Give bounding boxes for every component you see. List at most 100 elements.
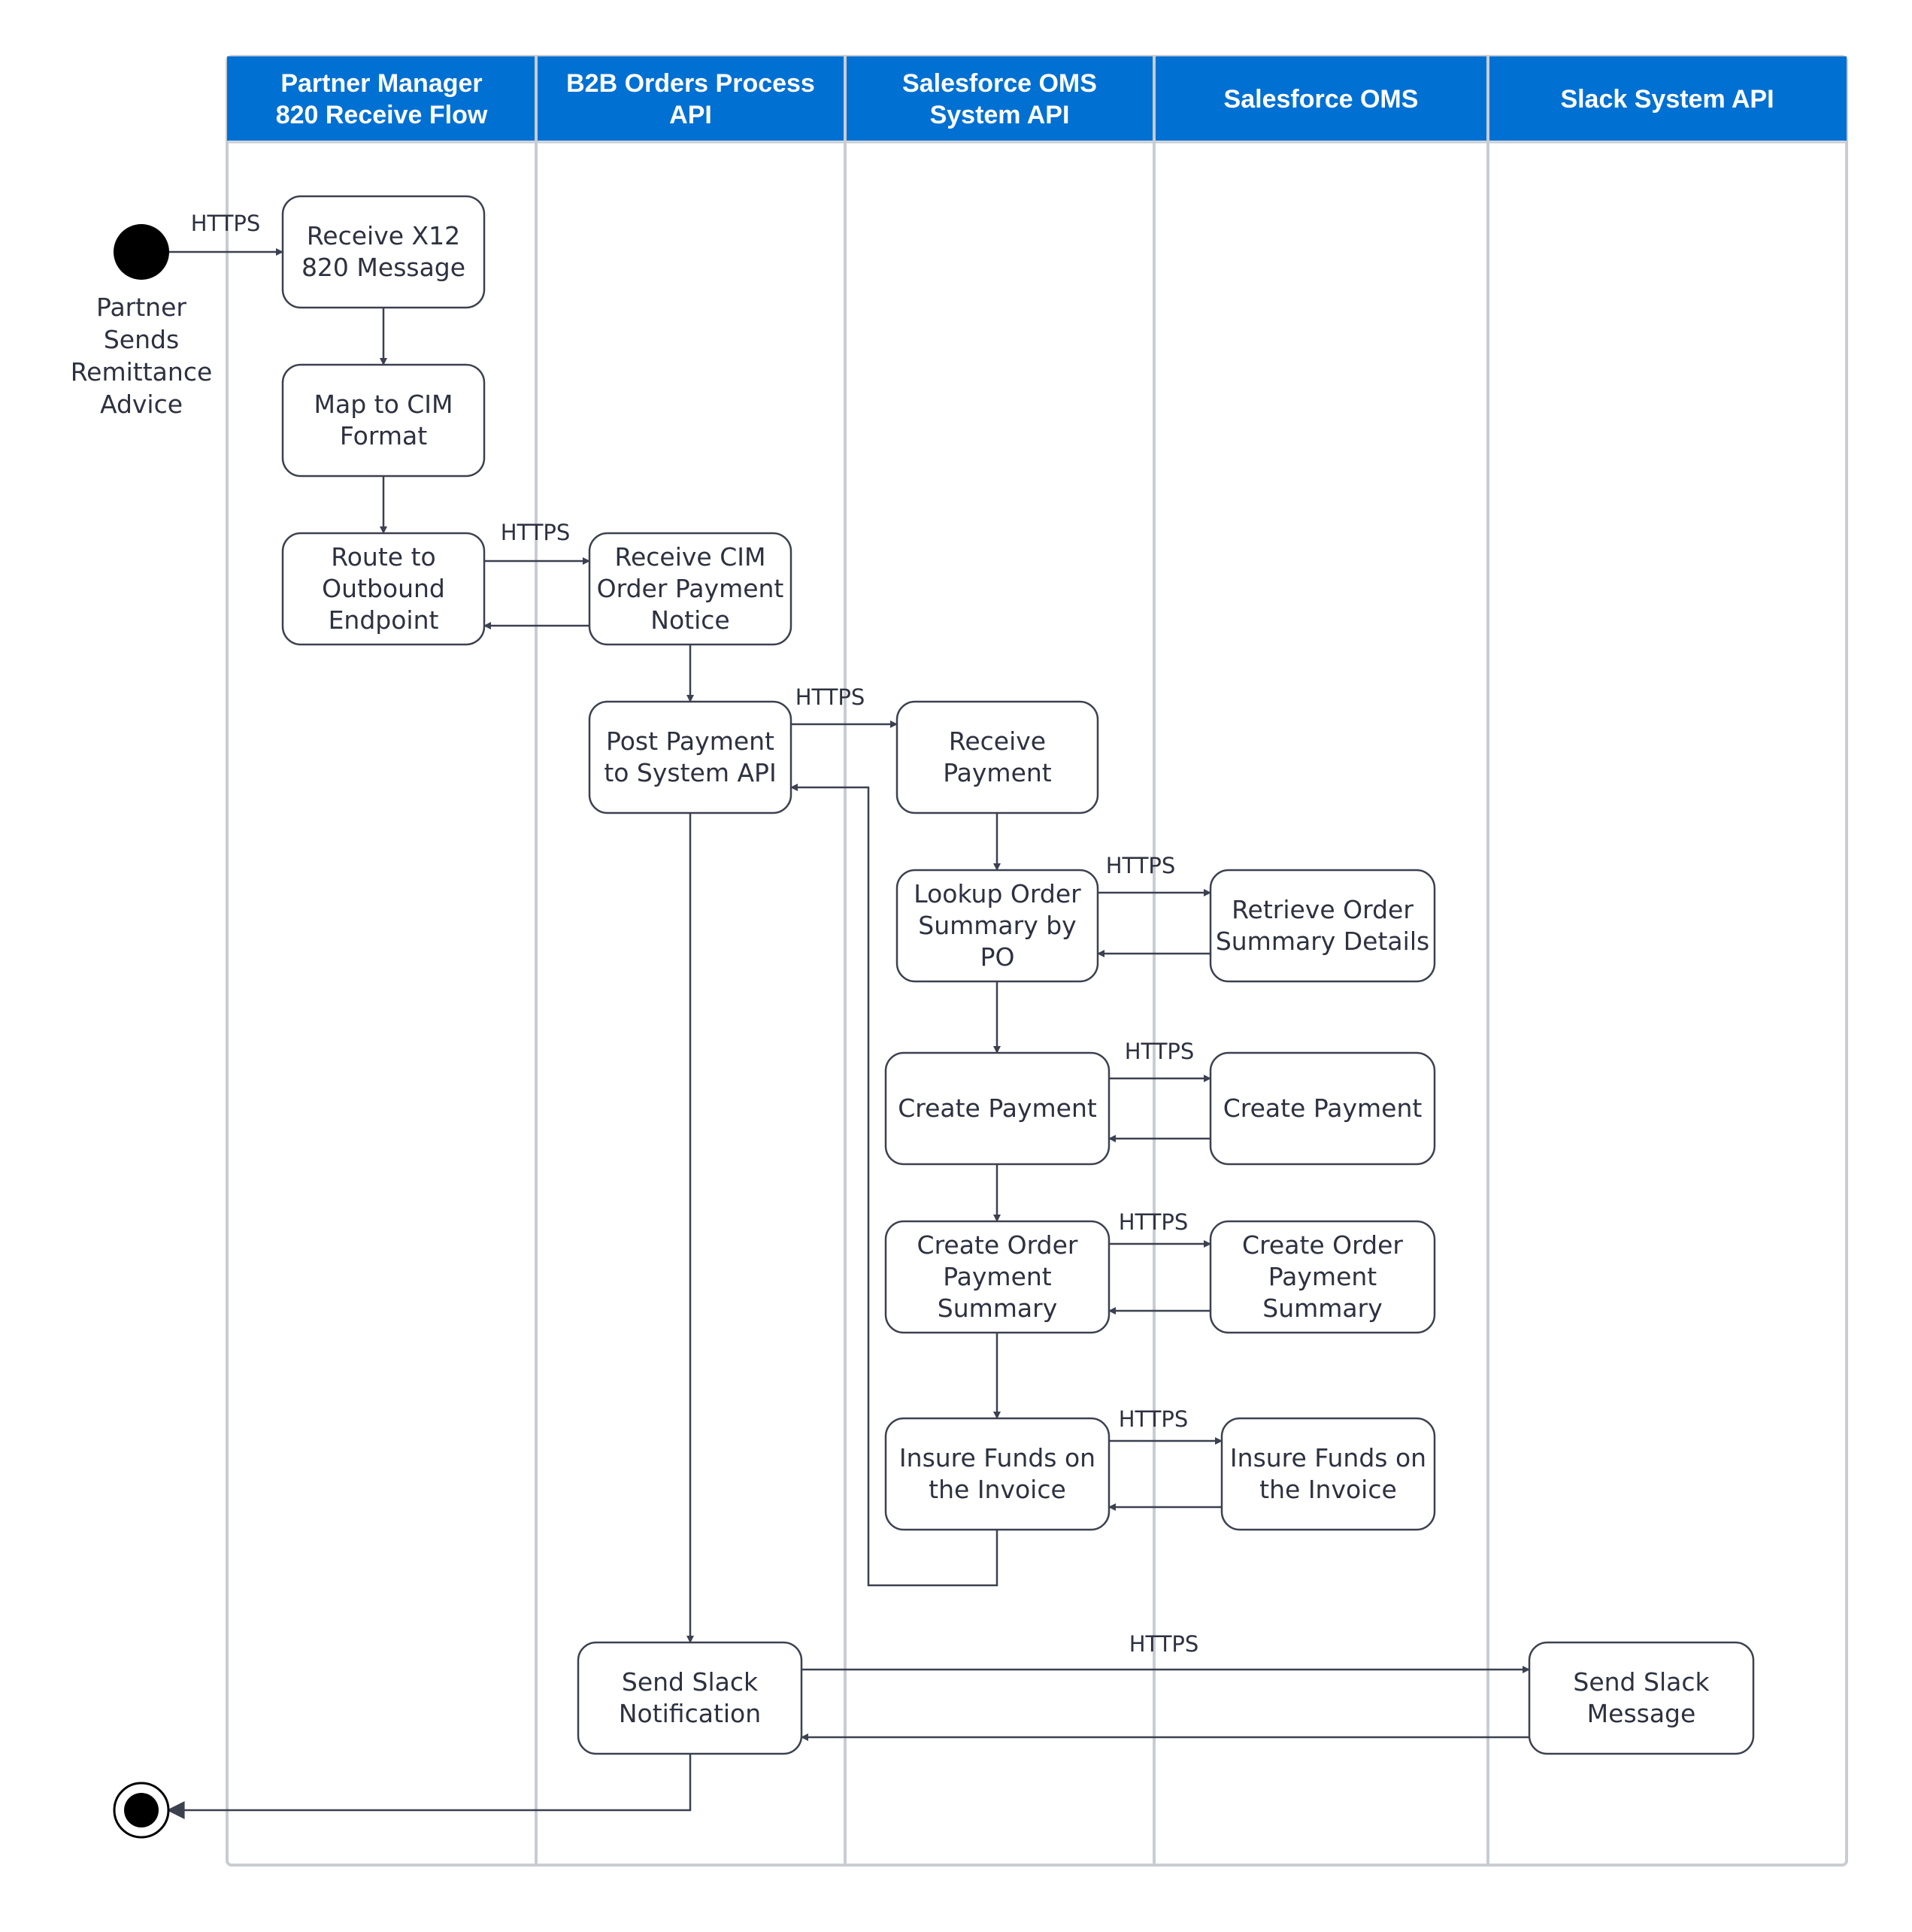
node-label: Post Payment — [606, 726, 774, 756]
node-label: Payment — [1268, 1262, 1377, 1291]
node-label: PO — [980, 942, 1015, 972]
node-box — [884, 1051, 1111, 1166]
edge-route-to-receivecim: HTTPS — [484, 520, 590, 565]
node-label: Payment — [943, 758, 1052, 787]
node-box — [1220, 1417, 1436, 1531]
edge-sendslack-to-end — [166, 1754, 692, 1819]
node-label: to System API — [604, 758, 776, 787]
lane-slack: Slack System API — [1486, 56, 1847, 1865]
node-box — [577, 1641, 803, 1755]
node-create_payment_sys: Create Payment — [884, 1051, 1111, 1166]
node-box — [1209, 869, 1436, 983]
node-label: Map to CIM — [314, 390, 453, 419]
lane-header — [536, 56, 845, 141]
node-label: Create Payment — [1223, 1093, 1423, 1123]
node-label: Outbound — [322, 574, 445, 603]
node-label: the Invoice — [929, 1475, 1066, 1504]
node-box — [281, 532, 486, 646]
lane-title: Slack System API — [1560, 85, 1774, 114]
node-label: Payment — [943, 1262, 1052, 1291]
node-label: Receive X12 — [307, 221, 460, 250]
lane-header — [1154, 56, 1488, 141]
edge-createpayment-to-oms: HTTPS — [1109, 1039, 1211, 1082]
lane-header — [1488, 56, 1847, 141]
node-create_payment_oms: Create Payment — [1209, 1051, 1436, 1166]
node-box — [895, 700, 1099, 814]
lane-title: Salesforce OMS — [1224, 85, 1419, 114]
node-label: Order Payment — [597, 574, 784, 603]
node-box — [884, 1417, 1111, 1531]
lane-title: System API — [930, 101, 1070, 129]
node-label: Notification — [619, 1699, 761, 1728]
node-box — [588, 532, 792, 646]
edge-ops-to-oms: HTTPS — [1109, 1209, 1211, 1248]
node-label: the Invoice — [1259, 1475, 1397, 1504]
node-label: Create Order — [917, 1230, 1078, 1260]
lane-title: B2B Orders Process — [566, 69, 815, 98]
lane-title: API — [669, 101, 712, 129]
node-box — [884, 1220, 1111, 1334]
edge-insure-to-oms: HTTPS — [1109, 1406, 1223, 1445]
edge-label: HTTPS — [1129, 1631, 1199, 1657]
edge-line — [790, 784, 998, 1587]
edge-sendslack-to-slackmsg: HTTPS — [801, 1631, 1530, 1673]
node-label: Summary — [938, 1294, 1057, 1323]
end-node — [124, 1793, 159, 1827]
node-label: Send Slack — [622, 1667, 759, 1697]
node-label: Message — [1587, 1699, 1696, 1728]
start-node — [114, 224, 169, 280]
node-label: Endpoint — [329, 605, 439, 635]
lane-oms: Salesforce OMS — [1153, 56, 1488, 1865]
node-label: Retrieve Order — [1232, 895, 1414, 924]
node-label: 820 Message — [301, 253, 465, 282]
node-box — [1209, 1051, 1436, 1166]
node-label: Format — [340, 421, 427, 450]
lane-header — [227, 56, 536, 141]
node-label: Summary Details — [1216, 927, 1429, 956]
edge-label: HTTPS — [795, 684, 865, 710]
node-label: Create Payment — [898, 1093, 1097, 1123]
edge-start-to-receive: HTTPS — [168, 211, 283, 256]
edge-label: HTTPS — [1119, 1209, 1189, 1235]
edge-label: HTTPS — [1125, 1039, 1195, 1064]
edge-label: HTTPS — [501, 520, 571, 545]
lane-title: 820 Receive Flow — [276, 101, 488, 129]
node-label: Lookup Order — [914, 879, 1081, 908]
edge-lookup-to-retrieve: HTTPS — [1098, 853, 1211, 896]
node-box — [1209, 1220, 1436, 1334]
node-label: Summary — [1262, 1294, 1382, 1323]
node-label: Receive CIM — [615, 542, 766, 572]
edge-label: HTTPS — [191, 211, 261, 236]
lane-header — [845, 56, 1154, 141]
edge-label: HTTPS — [1119, 1406, 1189, 1432]
node-label: Receive — [949, 726, 1046, 756]
edges: HTTPS HTTPS HTTPS HTTPS HTTPS HTTPS HTTPS HTTPS — [166, 211, 1530, 1819]
node-label: Insure Funds on — [1230, 1443, 1426, 1473]
node-box — [281, 363, 486, 478]
node-box — [895, 869, 1099, 983]
node-label: Send Slack — [1573, 1667, 1710, 1697]
start-label: Sends — [104, 325, 179, 354]
node-label: Create Order — [1242, 1230, 1403, 1260]
start-label: Remittance — [71, 357, 213, 387]
edge-post-to-receivepayment: HTTPS — [791, 684, 898, 728]
start-label: Partner — [96, 293, 186, 322]
edge-line — [166, 1754, 692, 1819]
node-box — [1528, 1641, 1755, 1755]
